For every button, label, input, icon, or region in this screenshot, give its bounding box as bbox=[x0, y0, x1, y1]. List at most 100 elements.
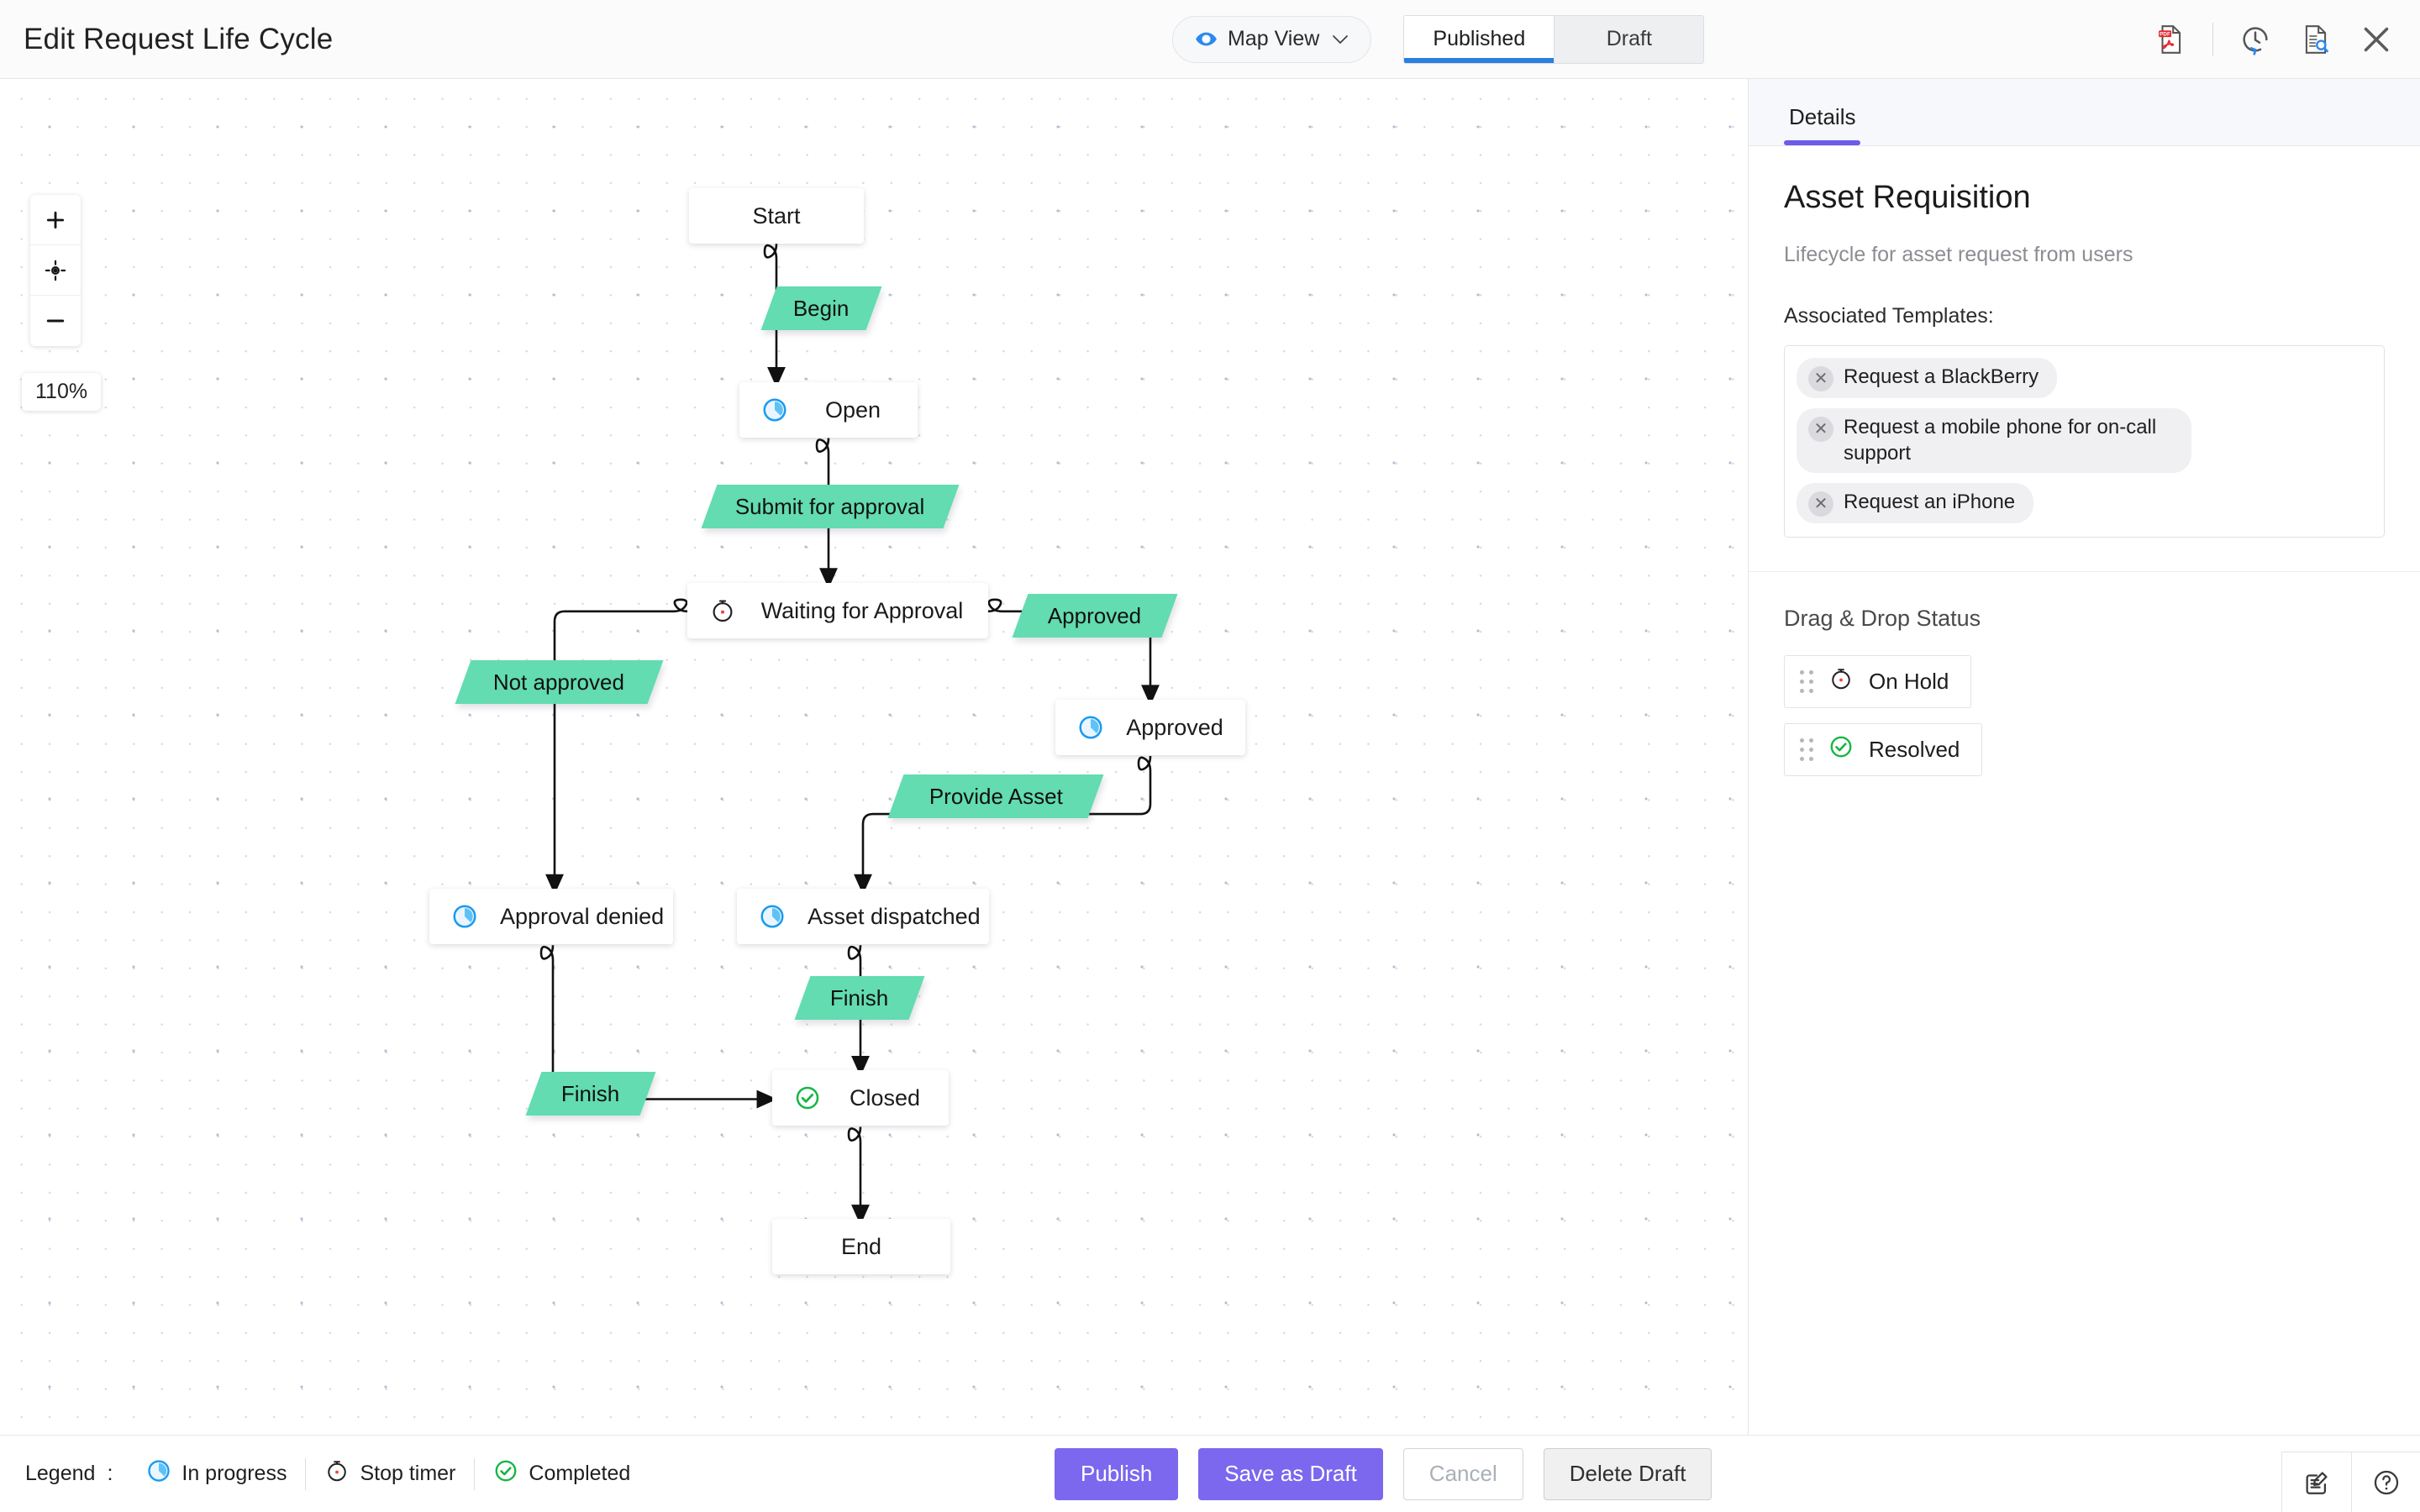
stop-timer-icon bbox=[709, 597, 736, 624]
map-view-dropdown[interactable]: Map View bbox=[1172, 15, 1372, 63]
drag-handle-icon[interactable] bbox=[1800, 670, 1813, 694]
tab-published[interactable]: Published bbox=[1404, 15, 1555, 63]
details-section: Asset Requisition Lifecycle for asset re… bbox=[1749, 146, 2420, 538]
top-bar: Edit Request Life Cycle Map View Publish… bbox=[0, 0, 2420, 79]
node-label: Closed bbox=[849, 1084, 921, 1110]
delete-draft-button[interactable]: Delete Draft bbox=[1543, 1447, 1712, 1500]
in-progress-icon bbox=[146, 1458, 171, 1489]
details-panel: Details Asset Requisition Lifecycle for … bbox=[1748, 79, 2420, 1435]
node-end[interactable]: End bbox=[772, 1219, 950, 1274]
lifecycle-description: Lifecycle for asset request from users bbox=[1784, 243, 2133, 266]
header-center-controls: Map View Published Draft bbox=[1172, 14, 1705, 64]
transition-provide-asset[interactable]: Provide Asset bbox=[887, 774, 1104, 818]
node-approved[interactable]: Approved bbox=[1055, 700, 1245, 755]
legend-label: Stop timer bbox=[360, 1462, 456, 1485]
publish-button[interactable]: Publish bbox=[1055, 1447, 1179, 1500]
tab-details[interactable]: Details bbox=[1784, 104, 1861, 145]
zoom-in-button[interactable] bbox=[30, 195, 81, 245]
drag-drop-status-title: Drag & Drop Status bbox=[1784, 606, 1981, 632]
transition-finish-denied[interactable]: Finish bbox=[525, 1072, 656, 1116]
node-label: Open bbox=[824, 396, 881, 423]
node-label: Waiting for Approval bbox=[760, 597, 964, 623]
export-pdf-icon[interactable]: PDF bbox=[2152, 21, 2189, 58]
drag-drop-status-list: On Hold Resolved bbox=[1749, 655, 2420, 791]
drag-status-resolved[interactable]: Resolved bbox=[1784, 723, 1983, 777]
legend: Legend : In progress Stop timer Co bbox=[25, 1457, 649, 1490]
transition-label: Begin bbox=[793, 295, 850, 321]
transition-not-approved[interactable]: Not approved bbox=[455, 660, 664, 704]
map-view-label: Map View bbox=[1228, 27, 1320, 50]
corner-toolbar bbox=[2281, 1452, 2420, 1512]
drag-status-label: Resolved bbox=[1869, 737, 1960, 763]
lifecycle-name: Asset Requisition bbox=[1784, 180, 2031, 215]
in-progress-icon bbox=[761, 396, 788, 423]
transition-finish-dispatched[interactable]: Finish bbox=[794, 976, 925, 1020]
chevron-down-icon bbox=[1329, 34, 1349, 45]
tab-draft[interactable]: Draft bbox=[1554, 15, 1704, 63]
recenter-button[interactable] bbox=[30, 245, 81, 296]
in-progress-icon bbox=[759, 903, 786, 930]
page-title: Edit Request Life Cycle bbox=[24, 22, 334, 55]
associated-templates-box[interactable]: ✕ Request a BlackBerry ✕ Request a mobil… bbox=[1784, 345, 2385, 538]
drag-status-on-hold[interactable]: On Hold bbox=[1784, 655, 1972, 709]
associated-templates-label: Associated Templates: bbox=[1784, 304, 1994, 328]
legend-colon: : bbox=[107, 1462, 113, 1485]
drag-handle-icon[interactable] bbox=[1800, 738, 1813, 762]
eye-icon bbox=[1195, 28, 1218, 50]
svg-text:PDF: PDF bbox=[2160, 31, 2170, 37]
template-tag[interactable]: ✕ Request an iPhone bbox=[1797, 483, 2034, 524]
remove-icon[interactable]: ✕ bbox=[1808, 366, 1833, 391]
completed-icon bbox=[1828, 734, 1854, 765]
help-icon[interactable] bbox=[2351, 1452, 2420, 1512]
template-label: Request a mobile phone for on-call suppo… bbox=[1844, 416, 2157, 465]
node-open[interactable]: Open bbox=[739, 382, 918, 438]
stop-timer-icon bbox=[324, 1458, 350, 1489]
template-tag[interactable]: ✕ Request a mobile phone for on-call sup… bbox=[1797, 408, 2191, 474]
panel-divider bbox=[1749, 571, 2420, 573]
legend-item-stop-timer: Stop timer bbox=[306, 1458, 474, 1489]
node-asset-dispatched[interactable]: Asset dispatched bbox=[737, 889, 989, 944]
list-item-wrapper: On Hold bbox=[1784, 655, 2385, 723]
node-waiting-for-approval[interactable]: Waiting for Approval bbox=[687, 583, 988, 638]
save-as-draft-button[interactable]: Save as Draft bbox=[1198, 1447, 1383, 1500]
remove-icon[interactable]: ✕ bbox=[1808, 491, 1833, 517]
node-closed[interactable]: Closed bbox=[772, 1070, 949, 1126]
legend-label: Completed bbox=[529, 1462, 631, 1485]
transition-label: Provide Asset bbox=[929, 783, 1063, 809]
footer-bar: Legend : In progress Stop timer Co bbox=[0, 1435, 2420, 1512]
close-icon[interactable] bbox=[2358, 21, 2395, 58]
node-start[interactable]: Start bbox=[689, 188, 864, 244]
header-icon-divider bbox=[2212, 22, 2213, 56]
node-label: End bbox=[840, 1233, 882, 1259]
history-icon[interactable] bbox=[2237, 21, 2274, 58]
audit-document-icon[interactable] bbox=[2297, 21, 2334, 58]
template-label: Request an iPhone bbox=[1844, 491, 2016, 514]
zoom-out-button[interactable] bbox=[30, 296, 81, 346]
zoom-controls bbox=[30, 195, 81, 346]
feedback-edit-icon[interactable] bbox=[2282, 1452, 2351, 1512]
transition-submit-for-approval[interactable]: Submit for approval bbox=[701, 485, 960, 528]
node-label: Approval denied bbox=[500, 903, 665, 929]
footer-actions: Publish Save as Draft Cancel Delete Draf… bbox=[1055, 1447, 1712, 1500]
list-item-wrapper: Resolved bbox=[1784, 723, 2385, 791]
legend-label: In progress bbox=[182, 1462, 287, 1485]
legend-divider bbox=[474, 1457, 476, 1490]
in-progress-icon bbox=[1077, 714, 1104, 741]
node-approval-denied[interactable]: Approval denied bbox=[429, 889, 673, 944]
stop-timer-icon bbox=[1828, 666, 1854, 697]
transition-label: Submit for approval bbox=[735, 493, 925, 519]
drag-status-label: On Hold bbox=[1869, 669, 1949, 695]
lifecycle-canvas[interactable]: 110% bbox=[0, 79, 1748, 1435]
completed-icon bbox=[794, 1084, 821, 1111]
cancel-button: Cancel bbox=[1402, 1447, 1523, 1500]
node-label: Approved bbox=[1126, 714, 1223, 740]
transition-approved[interactable]: Approved bbox=[1012, 594, 1178, 638]
transition-begin[interactable]: Begin bbox=[760, 286, 882, 330]
remove-icon[interactable]: ✕ bbox=[1808, 417, 1833, 442]
flow-connectors bbox=[539, 244, 1160, 1226]
legend-item-in-progress: In progress bbox=[128, 1458, 305, 1489]
transition-label: Not approved bbox=[493, 669, 625, 695]
completed-icon bbox=[493, 1458, 518, 1489]
in-progress-icon bbox=[451, 903, 478, 930]
template-tag[interactable]: ✕ Request a BlackBerry bbox=[1797, 358, 2058, 398]
